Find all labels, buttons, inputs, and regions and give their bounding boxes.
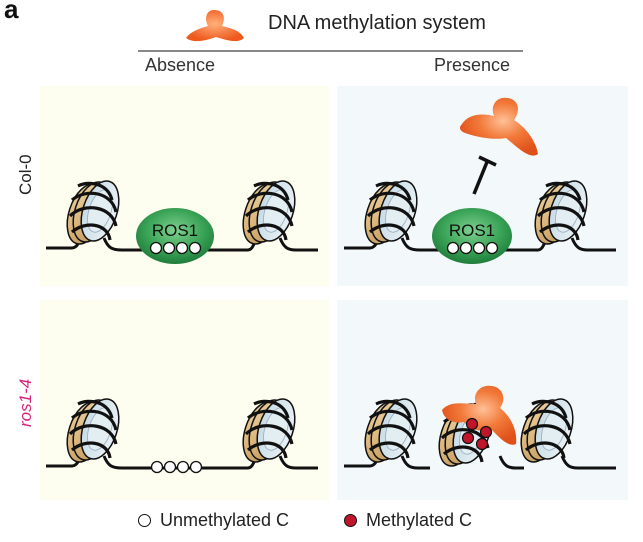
- unmethylated-c-markers: [149, 241, 202, 255]
- methylated-c-icon: [344, 514, 357, 527]
- methylation-enzyme-icon: [442, 385, 517, 445]
- diagram-canvas: ROS1 ROS1: [40, 86, 628, 500]
- panel-letter: a: [4, 0, 19, 24]
- unmethylated-c-icon: [138, 514, 151, 527]
- methylation-enzyme-icon: [460, 97, 538, 156]
- unmethylated-c-markers: [446, 241, 499, 255]
- methylation-enzyme-icon: [186, 10, 244, 42]
- methylated-c-markers: [461, 417, 493, 451]
- header-divider: [138, 50, 523, 52]
- legend-methylated-label: Methylated C: [366, 510, 473, 530]
- inhibition-arrow: [472, 155, 497, 195]
- ros1-label: ROS1: [152, 221, 198, 240]
- diagram-title: DNA methylation system: [268, 12, 486, 34]
- legend-methylated: Methylated C: [344, 510, 472, 531]
- legend-unmethylated: Unmethylated C: [138, 510, 289, 531]
- column-label-absence: Absence: [145, 55, 216, 75]
- ros1-label: ROS1: [449, 221, 495, 240]
- legend-unmethylated-label: Unmethylated C: [160, 510, 290, 530]
- column-label-presence: Presence: [434, 55, 511, 75]
- unmethylated-c-markers: [150, 460, 203, 474]
